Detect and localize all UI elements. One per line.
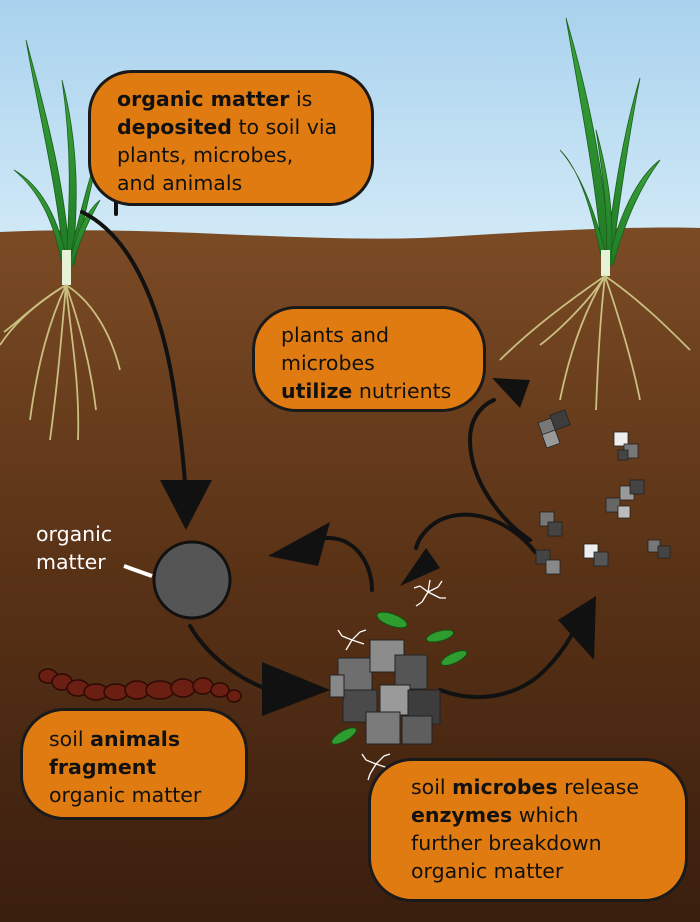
microbes-term-microbes: microbes bbox=[452, 775, 558, 799]
animals-line-1: soil animals bbox=[49, 725, 223, 753]
utilize-line-3: utilize nutrients bbox=[281, 377, 461, 405]
utilize-text-3: nutrients bbox=[352, 379, 452, 403]
deposit-callout: organic matter is deposited to soil via … bbox=[88, 70, 374, 206]
animals-term-fragment: fragment bbox=[49, 755, 157, 779]
microbes-text-1: soil bbox=[411, 775, 453, 799]
microbes-line-4: organic matter bbox=[411, 859, 564, 883]
microbes-callout: soil microbes release enzymes which furt… bbox=[368, 758, 688, 902]
animals-text-1: soil bbox=[49, 727, 91, 751]
microbes-term-enzymes: enzymes bbox=[411, 803, 513, 827]
right-plant-stem bbox=[601, 250, 610, 276]
utilize-line-2: microbes bbox=[281, 351, 375, 375]
organic-matter-label-line-1: organic bbox=[36, 522, 113, 546]
deposit-text-2: to soil via bbox=[231, 115, 338, 139]
organic-matter-label-line-2: matter bbox=[36, 550, 106, 574]
deposit-line-3: plants, microbes, bbox=[117, 143, 294, 167]
arrow-to-nutrients bbox=[467, 398, 532, 542]
aggregate-particles bbox=[329, 639, 441, 745]
organic-matter-pointer bbox=[123, 564, 153, 578]
animals-line-3: organic matter bbox=[49, 783, 202, 807]
utilize-term-utilize: utilize bbox=[281, 379, 353, 403]
arrowheads bbox=[160, 378, 596, 716]
microbes-text-1-tail: release bbox=[557, 775, 639, 799]
microbes-line-2: enzymes which bbox=[411, 801, 663, 829]
animals-term-animals: animals bbox=[90, 727, 181, 751]
utilize-line-1: plants and bbox=[281, 323, 390, 347]
enzymes bbox=[337, 579, 446, 781]
deposit-text-1: is bbox=[289, 87, 313, 111]
arrow-back-to-aggregate bbox=[414, 512, 537, 554]
deposit-line-2: deposited to soil via bbox=[117, 113, 349, 141]
left-plant-roots bbox=[0, 284, 121, 441]
organic-matter-particle bbox=[152, 540, 232, 620]
deposit-term-deposited: deposited bbox=[117, 115, 232, 139]
microbes-line-3: further breakdown bbox=[411, 831, 602, 855]
organic-matter-label: organic matter bbox=[36, 520, 136, 576]
earthworm bbox=[38, 668, 242, 703]
animals-line-2: fragment bbox=[49, 753, 223, 781]
animals-callout: soil animals fragment organic matter bbox=[20, 708, 248, 820]
arrow-deposit bbox=[80, 210, 188, 502]
deposit-line-1: organic matter is bbox=[117, 85, 349, 113]
microbes-text-2: which bbox=[512, 803, 579, 827]
deposit-term-organic-matter: organic matter bbox=[117, 87, 290, 111]
arrow-to-animals-up bbox=[314, 536, 374, 592]
arrow-to-aggregate bbox=[188, 624, 272, 692]
microbes bbox=[331, 611, 468, 745]
microbes-line-1: soil microbes release bbox=[411, 773, 663, 801]
utilize-callout: plants and microbes utilize nutrients bbox=[252, 306, 486, 412]
nutrient-particles bbox=[535, 409, 671, 575]
deposit-line-4: and animals bbox=[117, 171, 243, 195]
left-plant-stem bbox=[62, 250, 71, 285]
right-plant-roots bbox=[499, 275, 691, 411]
